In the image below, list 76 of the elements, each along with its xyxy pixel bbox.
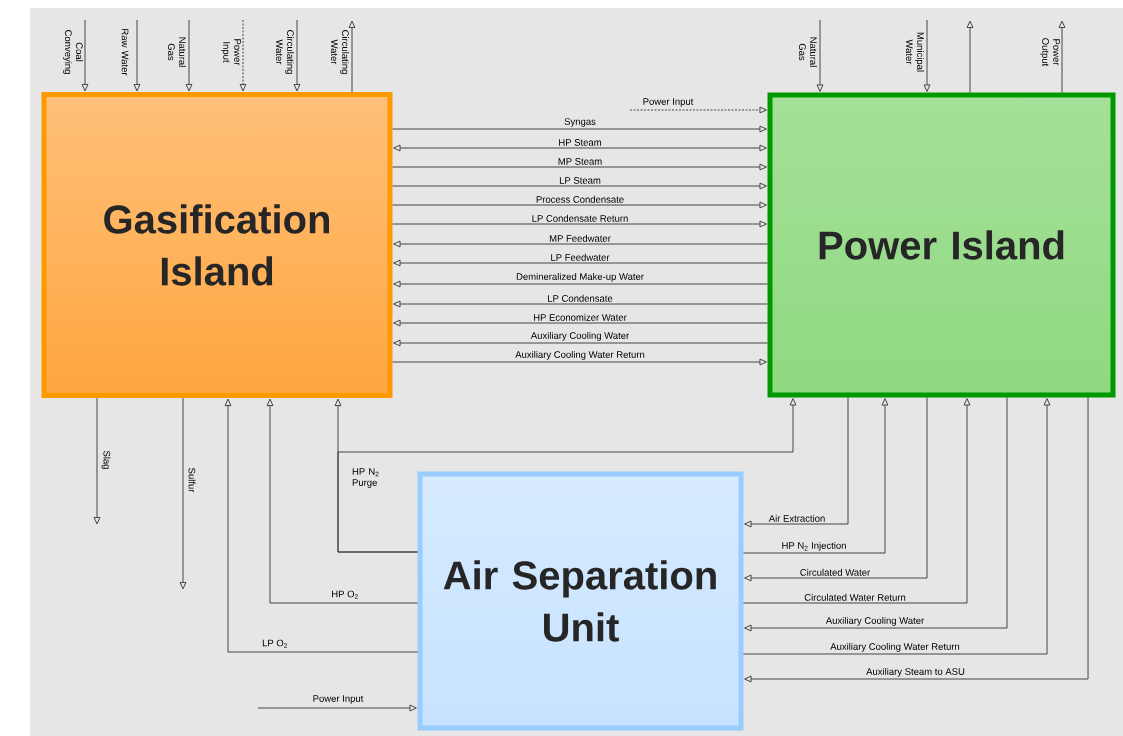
edge-label: MP Steam [556, 157, 604, 166]
edge-label: Air Extraction [767, 513, 827, 523]
arrow [392, 163, 767, 171]
edge-label: HP Economizer Water [532, 312, 628, 322]
edge-label: Raw Water [121, 29, 129, 76]
block-box: Air Separation Unit [417, 471, 744, 731]
arrow [1058, 20, 1066, 93]
arrow [393, 339, 768, 347]
arrow [392, 220, 767, 228]
block-box: Gasification Island [41, 92, 393, 398]
arrow [966, 20, 974, 93]
edge-label: Power Input [641, 97, 695, 108]
arrow [393, 280, 768, 288]
arrow [93, 397, 101, 525]
edge-label: Natural Gas [799, 37, 817, 67]
edge-label: Power Input [311, 694, 365, 705]
edge-label: HP Steam [557, 138, 603, 147]
edge-label: HP N$_{2}$ Purge [352, 468, 379, 488]
arrow [133, 19, 141, 92]
arrow [816, 19, 824, 92]
edge-label: Auxiliary Cooling Water Return [829, 641, 961, 653]
edge-label: Auxiliary Cooling Water Return [514, 349, 646, 361]
edge-label: Auxiliary Cooling Water [824, 615, 926, 627]
arrow [185, 19, 193, 92]
edge-label: Slag [101, 450, 111, 469]
arrow [81, 19, 89, 92]
arrow [744, 397, 849, 528]
block-box: Power Island [767, 92, 1116, 398]
arrow [744, 397, 1008, 632]
edge-label: Natural Gas [168, 37, 186, 67]
edge-label: Syngas [563, 117, 597, 128]
arrow [743, 398, 889, 554]
arrow [629, 106, 767, 114]
edge-label: LP Condensate [546, 293, 614, 303]
edge-label: Circulating Water [276, 30, 294, 74]
arrow [393, 144, 767, 152]
edge-label: HP N$_{2}$ Injection [780, 540, 848, 552]
edge-label: Demineralized Make-up Water [515, 271, 645, 283]
edge-label: Coal Conveying [63, 30, 83, 74]
edge-label: LP Condensate Return [530, 213, 630, 223]
arrow [393, 259, 768, 267]
arrow [293, 19, 301, 92]
edge-label: Sulfur [188, 468, 196, 493]
edge-label: Auxiliary Cooling Water [529, 330, 631, 342]
arrow [224, 398, 418, 653]
arrow [348, 20, 356, 93]
edge-label: Power Input [221, 39, 241, 66]
edge-label: Auxiliary Steam to ASU [865, 666, 966, 678]
arrow [392, 201, 767, 209]
arrow [923, 19, 931, 92]
arrow [392, 125, 767, 133]
arrow [179, 397, 187, 590]
arrow [337, 398, 797, 553]
arrow [239, 19, 247, 92]
arrow [744, 397, 1089, 683]
arrow [392, 182, 767, 190]
edge-label: LP O$_{2}$ [261, 638, 289, 649]
arrow [392, 358, 767, 366]
edge-label: MP Feedwater [548, 233, 612, 243]
arrow [393, 319, 768, 327]
edge-label: LP Steam [558, 176, 602, 185]
arrow [393, 300, 768, 308]
edge-label: HP O$_{2}$ [330, 589, 360, 600]
arrow [266, 398, 418, 604]
edge-label: LP Feedwater [549, 252, 611, 262]
arrow [744, 397, 928, 582]
arrow [393, 240, 768, 248]
edge-label: Municipal Water [906, 32, 924, 72]
arrow [743, 398, 971, 604]
edge-label: Power Output [1040, 38, 1060, 67]
edge-label: Circulated Water [798, 567, 872, 577]
edge-label: Circulating Water [331, 30, 349, 74]
edge-label: Process Condensate [534, 194, 626, 204]
edge-label: Circulated Water Return [803, 592, 907, 602]
arrow [257, 704, 417, 712]
arrow [743, 398, 1051, 655]
